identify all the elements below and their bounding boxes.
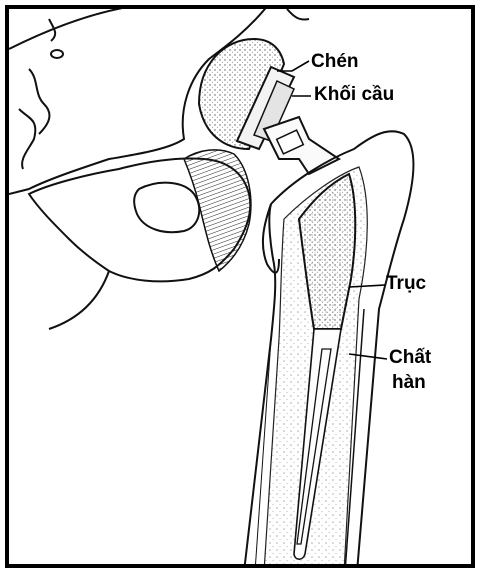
acetabulum-shading (184, 150, 251, 271)
diagram-frame: Chén Khối cầu Trục Chất hàn (5, 5, 475, 568)
label-cup: Chén (311, 51, 359, 73)
label-cement-line1: Chất (389, 347, 431, 369)
label-ball: Khối cầu (314, 84, 394, 106)
label-stem: Trục (386, 273, 426, 295)
label-cement-line2: hàn (392, 372, 426, 394)
